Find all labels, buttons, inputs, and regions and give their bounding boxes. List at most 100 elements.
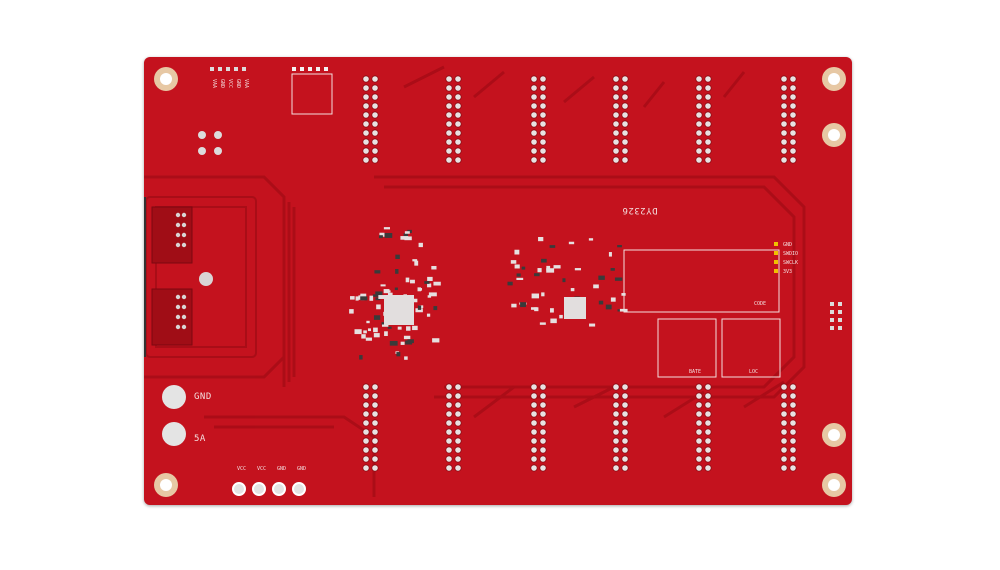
via-pad-0 [198,131,206,139]
smd-part [574,268,581,271]
header-pin-bottom [362,392,370,400]
via-pad-3 [214,147,222,155]
header-pin-top [704,147,712,155]
header-pin-bottom [371,383,379,391]
silk-pwr-4: GND [297,466,307,472]
header-pin-top [454,75,462,83]
rj45-pin [175,324,181,330]
smd-part [598,300,604,305]
power-terminal-3 [292,482,306,496]
header-pin-bottom [539,401,547,409]
silk-top-2: GND [219,79,225,89]
smd-part [521,266,526,270]
smd-part [375,291,383,296]
header-pin-bottom [695,455,703,463]
header-pin-top [695,129,703,137]
header-pin-top [454,120,462,128]
header-pin-bottom [621,392,629,400]
header-pin-top [789,75,797,83]
mounting-hole-bore-0 [160,73,172,85]
header-pin-bottom [612,410,620,418]
smd-part [384,331,388,337]
header-pin-top [445,111,453,119]
trace-layer [144,65,806,497]
header-pin-top [780,147,788,155]
smd-part [379,232,385,237]
smd-part [427,276,433,281]
header-pin-top [454,111,462,119]
header-pin-bottom [704,383,712,391]
smd-part [417,287,422,292]
smd-part [541,292,545,297]
header-pin-top [621,84,629,92]
header-pin-top [695,84,703,92]
header-pin-top [704,84,712,92]
header-pin-top [621,156,629,164]
smd-part [431,265,437,270]
top-pin-pad [218,67,222,71]
header-pin-top [530,138,538,146]
smd-part [405,277,410,283]
smd-components [349,227,628,360]
header-pin-top [621,93,629,101]
smd-part [546,268,555,273]
silk-side-3: SWCLK [783,260,799,266]
header-pin-top [704,129,712,137]
debug-pad [838,310,842,314]
header-pin-bottom [539,446,547,454]
smd-part [383,289,390,294]
pcb-artwork [144,65,846,497]
smd-part [598,275,605,280]
smd-part [426,313,431,317]
smd-part [619,308,628,312]
header-pin-top [445,102,453,110]
top-pin-pad [324,67,328,71]
header-pin-top [530,120,538,128]
header-pin-bottom [371,410,379,418]
smd-part [538,237,544,242]
header-pin-bottom [789,437,797,445]
header-pin-top [621,138,629,146]
silk-top-5: VAA [243,79,249,89]
header-pin-bottom [612,446,620,454]
header-pin-top [695,120,703,128]
header-pin-top [695,138,703,146]
header-pin-bottom [695,437,703,445]
smd-part [412,325,418,331]
top-pin-pad [242,67,246,71]
smd-part [387,292,393,296]
header-pin-bottom [539,419,547,427]
smd-part [550,308,554,313]
smd-part [511,303,517,308]
header-pin-bottom [704,464,712,472]
header-pin-bottom [789,455,797,463]
header-pin-top [371,93,379,101]
header-pin-top [454,102,462,110]
header-pin-top [621,111,629,119]
smd-part [433,281,441,286]
header-pin-top [371,120,379,128]
header-pin-top [539,147,547,155]
top-pin-pad [234,67,238,71]
header-pin-top [530,129,538,137]
header-pin-top [454,129,462,137]
smd-part [355,296,359,301]
header-pin-bottom [695,464,703,472]
smd-part [621,293,626,296]
silk-top-4: GND [235,79,241,89]
debug-pad [830,318,834,322]
header-pin-top [780,93,788,101]
smd-part [360,293,367,297]
header-pin-bottom [612,437,620,445]
edge-connector [144,197,146,357]
header-pin-top [704,138,712,146]
header-pin-top [362,102,370,110]
header-pin-top [454,156,462,164]
header-pin-top [612,102,620,110]
header-pin-bottom [704,392,712,400]
smd-part [514,249,520,255]
header-pin-top [789,102,797,110]
header-pin-bottom [454,455,462,463]
smd-part [608,252,612,257]
power-terminal-0 [232,482,246,496]
